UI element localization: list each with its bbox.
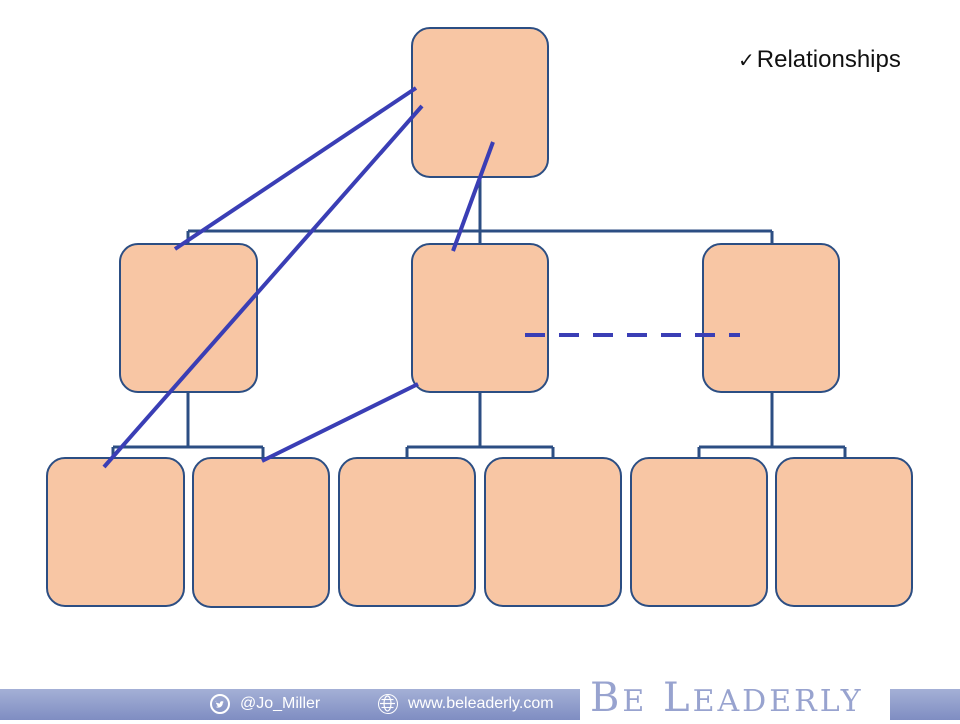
connector-right-group: [697, 392, 847, 459]
box-level3-5: [630, 457, 768, 607]
footer-band-right: [890, 689, 960, 720]
brand-letter-b: B: [590, 675, 623, 721]
relationship-lines: [102, 86, 740, 469]
website-link: www.beleaderly.com: [408, 695, 554, 712]
box-level3-4: [484, 457, 622, 607]
box-level3-2: [192, 457, 330, 608]
footer-band-left: [0, 689, 580, 720]
box-level3-3: [338, 457, 476, 607]
brand-letter-e: E: [622, 684, 648, 719]
brand-logo: BE LEADERLY: [590, 676, 864, 720]
box-level2-left: [119, 243, 258, 393]
hierarchy-connectors: [111, 177, 847, 459]
brand-letter-l: L: [663, 675, 693, 721]
twitter-icon: [210, 693, 230, 714]
box-level2-middle: [411, 243, 549, 393]
box-level2-right: [702, 243, 840, 393]
org-boxes: [46, 27, 913, 608]
brand-rest: EADERLY: [692, 684, 864, 719]
footer-twitter[interactable]: @Jo_Miller: [210, 693, 320, 715]
globe-icon: [378, 693, 398, 714]
box-level3-6: [775, 457, 913, 607]
connector-left-group: [111, 392, 265, 459]
footer-website[interactable]: www.beleaderly.com: [378, 693, 554, 715]
twitter-handle: @Jo_Miller: [240, 695, 321, 712]
connector-level1-level2: [186, 177, 774, 246]
box-top: [411, 27, 549, 178]
box-level3-1: [46, 457, 185, 607]
footer-bar: @Jo_Miller www.beleaderly.com: [0, 684, 960, 720]
relationship-line-2: [102, 104, 424, 469]
checkmark-icon: ✓: [738, 50, 755, 72]
bullet-text: Relationships: [756, 46, 901, 73]
relationship-line-3: [451, 141, 495, 252]
relationship-line-4: [261, 382, 419, 463]
relationship-line-1: [173, 86, 418, 251]
connector-middle-group: [405, 392, 555, 459]
bullet-item: ✓Relationships: [738, 46, 901, 74]
